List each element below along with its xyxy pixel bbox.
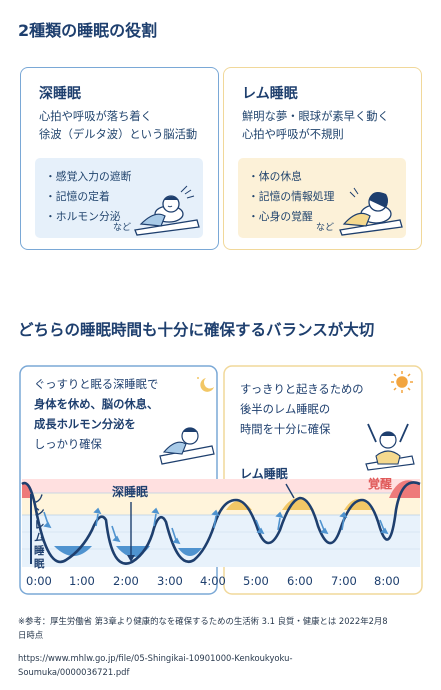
rem-sleep-benefit-list: 体の休息 記憶の情報処理 心身の覚醒 bbox=[248, 167, 335, 227]
non-rem-label-char: レ bbox=[34, 519, 45, 531]
caption-line: 成長ホルモン分泌を bbox=[34, 418, 136, 431]
rem-sleep-card-title: レム睡眠 bbox=[242, 86, 298, 102]
non-rem-label-char: ム bbox=[34, 532, 45, 544]
awake-band bbox=[22, 479, 420, 493]
list-item: 感覚入力の遮断 bbox=[45, 167, 132, 187]
dreaming-person-icon bbox=[339, 187, 403, 236]
rem-sleep-card: レム睡眠 鮮明な夢・眼球が素早く動く 心拍や呼吸が不規則 体の休息 記憶の情報処… bbox=[223, 67, 422, 250]
time-tick: 4:00 bbox=[200, 574, 226, 588]
cycle-arrows bbox=[43, 507, 389, 545]
list-item: 記憶の情報処理 bbox=[248, 187, 335, 207]
caption-line: ぐっすりと眠る深睡眠で bbox=[34, 378, 159, 391]
awake-label: 覚醒 bbox=[368, 476, 392, 491]
deep-sleep-card-description: 心拍や呼吸が落ち着く 徐波（デルタ波）という脳活動 bbox=[39, 108, 197, 144]
time-tick: 0:00 bbox=[26, 574, 52, 588]
deep-sleep-benefit-list: 感覚入力の遮断 記憶の定着 ホルモン分泌 bbox=[45, 167, 132, 227]
rem-sleep-label: レム睡眠 bbox=[240, 466, 288, 481]
sleep-cycle-diagram: ノ ン レ ム 睡 眠 深睡眠 レム睡眠 覚醒 0:00 1:00 2:00 3… bbox=[19, 365, 423, 595]
rem-sleep-benefits-box: 体の休息 記憶の情報処理 心身の覚醒 など bbox=[238, 158, 406, 238]
rem-desc-line-2: 心拍や呼吸が不規則 bbox=[242, 128, 344, 141]
rem-band bbox=[22, 493, 420, 515]
time-tick: 5:00 bbox=[243, 574, 269, 588]
sleeping-person-icon bbox=[159, 427, 215, 465]
caption-line: 後半のレム睡眠の bbox=[240, 403, 331, 416]
sleep-depth-curve bbox=[21, 481, 421, 565]
rem-fill-1 bbox=[226, 501, 252, 510]
moon-icon bbox=[197, 377, 214, 392]
rem-etc-label: など bbox=[316, 223, 335, 233]
section-title-balance: どちらの睡眠時間も十分に確保するバランスが大切 bbox=[18, 321, 375, 339]
deep-sleep-label: 深睡眠 bbox=[112, 484, 148, 499]
reference-url-line[interactable]: https://www.mhlw.go.jp/file/05-Shingikai… bbox=[18, 653, 293, 663]
non-rem-label-char: 睡 bbox=[34, 544, 45, 557]
rem-desc-line-1: 鮮明な夢・眼球が素早く動く bbox=[242, 110, 389, 123]
sleeping-person-icon bbox=[134, 185, 200, 236]
deep-desc-line-2: 徐波（デルタ波）という脳活動 bbox=[39, 128, 198, 141]
time-tick: 7:00 bbox=[331, 574, 357, 588]
rem-sleep-card-description: 鮮明な夢・眼球が素早く動く 心拍や呼吸が不規則 bbox=[242, 108, 389, 144]
caption-line: すっきりと起きるための bbox=[240, 383, 364, 396]
deep-fill-1 bbox=[54, 546, 92, 556]
deep-fill-3 bbox=[178, 548, 202, 556]
deep-sleep-card: 深睡眠 心拍や呼吸が落ち着く 徐波（デルタ波）という脳活動 感覚入力の遮断 記憶… bbox=[20, 67, 219, 250]
waking-person-icon bbox=[365, 423, 415, 471]
list-item: 体の休息 bbox=[248, 167, 334, 187]
caption-line: 時間を十分に確保 bbox=[240, 423, 331, 436]
section-title-roles: 2種類の睡眠の役割 bbox=[18, 21, 158, 40]
time-tick: 6:00 bbox=[287, 574, 313, 588]
second-half-caption: すっきりと起きるための 後半のレム睡眠の 時間を十分に確保 bbox=[240, 380, 364, 440]
caption-line: 身体を休め、脳の休息、 bbox=[34, 398, 159, 411]
first-half-caption: ぐっすりと眠る深睡眠で 身体を休め、脳の休息、 成長ホルモン分泌を しっかり確保 bbox=[34, 375, 158, 455]
time-tick: 3:00 bbox=[157, 574, 183, 588]
reference-url[interactable]: https://www.mhlw.go.jp/file/05-Shingikai… bbox=[18, 651, 292, 679]
caption-line: しっかり確保 bbox=[34, 438, 102, 451]
deep-desc-line-1: 心拍や呼吸が落ち着く bbox=[39, 110, 152, 123]
list-item: ホルモン分泌 bbox=[45, 207, 131, 227]
reference-url-line[interactable]: Soumuka/0000036721.pdf bbox=[18, 667, 130, 677]
sun-icon bbox=[391, 371, 413, 393]
footnote-line: ※参考：厚生労働省 第3章より健康的なを確保するための生活術 3.1 良質・健康… bbox=[18, 616, 388, 626]
footnote-line: 日時点 bbox=[18, 630, 44, 640]
time-tick: 1:00 bbox=[69, 574, 95, 588]
list-item: 心身の覚醒 bbox=[248, 207, 334, 227]
non-rem-label-char: 眠 bbox=[34, 558, 45, 570]
deep-sleep-card-title: 深睡眠 bbox=[39, 86, 81, 102]
deep-sleep-benefits-box: 感覚入力の遮断 記憶の定着 ホルモン分泌 など bbox=[35, 158, 203, 238]
rem-pointer bbox=[285, 483, 295, 499]
list-item: 記憶の定着 bbox=[45, 187, 131, 207]
time-tick: 2:00 bbox=[113, 574, 139, 588]
deep-etc-label: など bbox=[113, 223, 132, 233]
non-rem-band bbox=[22, 515, 420, 567]
non-rem-label-char: ン bbox=[34, 506, 45, 518]
time-axis: 0:00 1:00 2:00 3:00 4:00 5:00 6:00 7:00 … bbox=[26, 574, 400, 588]
time-tick: 8:00 bbox=[374, 574, 400, 588]
non-rem-label-char: ノ bbox=[34, 493, 45, 505]
reference-footnote: ※参考：厚生労働省 第3章より健康的なを確保するための生活術 3.1 良質・健康… bbox=[18, 614, 388, 642]
